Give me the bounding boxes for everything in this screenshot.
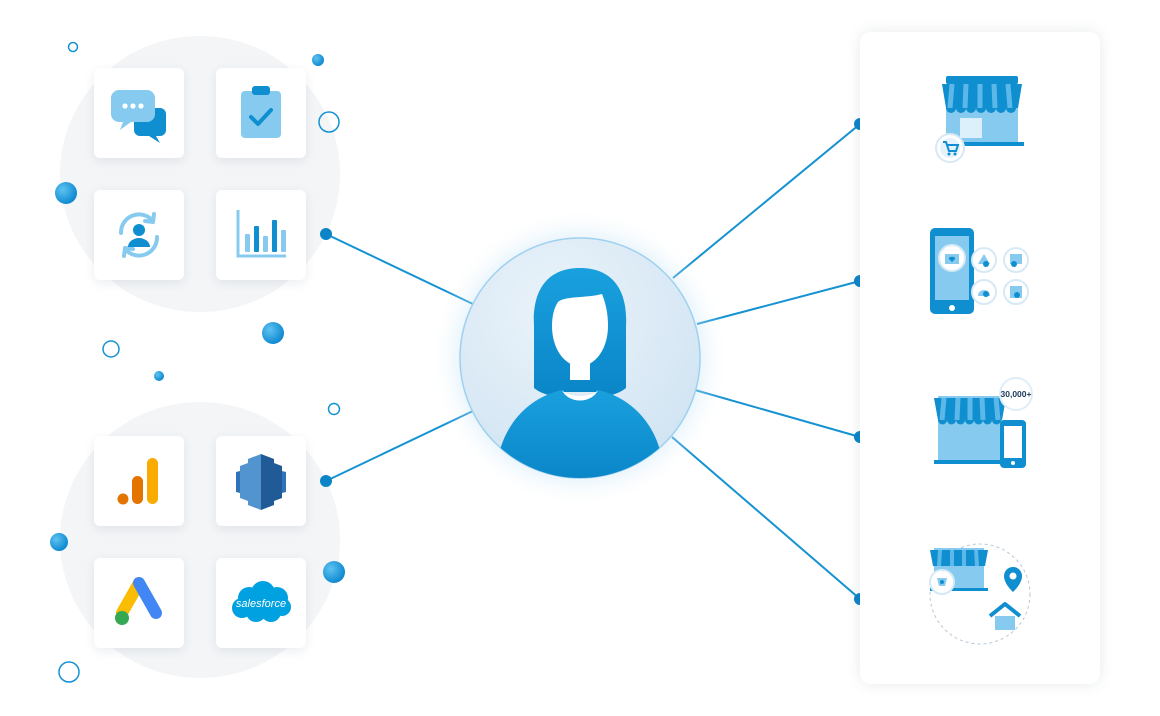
source-tile-amazon-redshift[interactable] xyxy=(216,436,306,526)
connector-line-channel-1 xyxy=(672,123,861,279)
source-tile-chat[interactable] xyxy=(94,68,184,158)
source-tile-analytics[interactable] xyxy=(216,190,306,280)
decorative-bubble xyxy=(312,54,324,66)
customer-avatar-icon xyxy=(496,268,664,478)
amazon-redshift-logo xyxy=(236,454,286,510)
decorative-bubble xyxy=(55,182,77,204)
bar-chart-icon xyxy=(236,210,286,258)
decorative-ring xyxy=(318,111,340,133)
decorative-ring xyxy=(327,402,341,416)
source-tile-user-sync[interactable] xyxy=(94,190,184,280)
google-analytics-logo xyxy=(117,458,158,505)
mobile-app-icon[interactable] xyxy=(920,224,1040,324)
decorative-ring xyxy=(67,41,79,53)
decorative-bubble xyxy=(154,371,164,381)
decorative-rings xyxy=(58,41,341,683)
chat-bubbles-icon xyxy=(111,90,166,143)
source-tile-google-analytics[interactable] xyxy=(94,436,184,526)
source-tile-salesforce[interactable]: salesforce xyxy=(216,558,306,648)
store-location-home-icon[interactable] xyxy=(920,540,1040,650)
clipboard-check-icon xyxy=(241,86,281,138)
connector-dot xyxy=(320,228,332,240)
decorative-bubbles xyxy=(50,54,345,583)
decorative-ring xyxy=(102,340,120,358)
source-tile-clipboard[interactable] xyxy=(216,68,306,158)
decorative-ring xyxy=(58,661,80,683)
channel-badge: 30,000+ xyxy=(1001,389,1032,399)
salesforce-logo: salesforce xyxy=(232,581,291,622)
connector-dot xyxy=(320,475,332,487)
storefront-cart-icon[interactable] xyxy=(920,62,1040,172)
decorative-bubble xyxy=(262,322,284,344)
decorative-bubble xyxy=(50,533,68,551)
user-sync-icon xyxy=(118,212,160,258)
badge-bubble xyxy=(999,377,1033,411)
salesforce-wordmark: salesforce xyxy=(236,598,286,610)
source-tile-google-ads[interactable] xyxy=(94,558,184,648)
decorative-bubble xyxy=(323,561,345,583)
google-ads-logo xyxy=(115,577,162,625)
connector-line-channel-4 xyxy=(671,436,861,600)
storefront-mobile-icon[interactable]: 30,000+ xyxy=(920,376,1040,476)
